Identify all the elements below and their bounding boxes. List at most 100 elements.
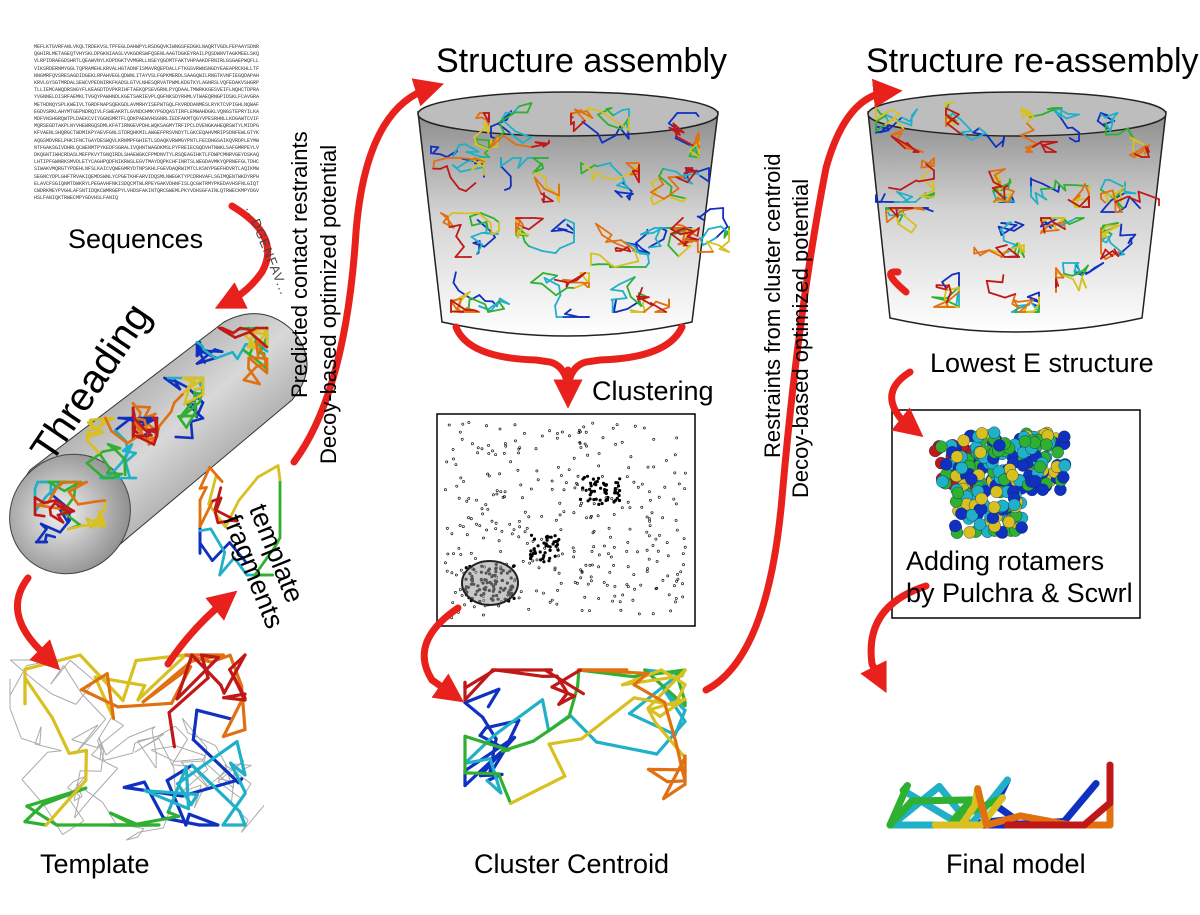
- atom-sphere: [988, 426, 1001, 439]
- cluster-point: [550, 479, 554, 483]
- cluster-point: [601, 436, 605, 440]
- cluster-point: [458, 430, 462, 434]
- cluster-point: [626, 541, 630, 544]
- atom-sphere: [1006, 469, 1019, 482]
- cluster-point: [550, 598, 554, 602]
- sequences-label: Sequences: [68, 224, 204, 254]
- decoy-structure: [885, 207, 934, 234]
- cluster-point: [661, 579, 665, 582]
- threading-cylinder: [9, 313, 308, 575]
- cluster-point: [517, 451, 520, 455]
- cluster-point: [548, 548, 552, 552]
- cluster-point: [459, 553, 463, 556]
- cluster-point: [639, 583, 643, 587]
- cluster-point: [683, 545, 687, 549]
- cluster-point: [555, 518, 558, 522]
- cluster-point: [652, 437, 656, 441]
- cluster-point: [650, 511, 654, 515]
- cluster-point: [497, 539, 501, 543]
- cluster-point: [553, 566, 557, 570]
- structure-assembly-title: Structure assembly: [436, 42, 727, 80]
- cluster-point: [512, 528, 516, 532]
- cluster-point: [597, 464, 601, 468]
- cluster-point: [476, 451, 480, 455]
- cluster-point: [548, 600, 552, 604]
- cluster-point: [465, 499, 469, 503]
- cluster-point: [486, 507, 490, 511]
- cluster-point: [683, 487, 687, 491]
- cluster-point: [582, 475, 587, 480]
- cluster-point: [453, 591, 457, 594]
- cluster-point: [648, 517, 651, 521]
- cluster-point: [542, 591, 545, 595]
- cluster-point: [527, 607, 531, 611]
- cluster-point: [587, 487, 592, 491]
- cluster-point: [590, 489, 594, 493]
- cluster-point: [627, 466, 631, 470]
- cluster-point: [681, 595, 685, 599]
- cluster-point: [675, 528, 679, 532]
- atom-sphere: [955, 461, 968, 475]
- cluster-point: [573, 486, 577, 490]
- cluster-point: [467, 421, 471, 424]
- cluster-point: [590, 579, 593, 583]
- cluster-point: [465, 533, 469, 537]
- cluster-point: [618, 477, 622, 481]
- cluster-point: [542, 560, 546, 564]
- cluster-point: [589, 516, 593, 520]
- cluster-point: [677, 482, 681, 486]
- cluster-point: [655, 560, 659, 563]
- cluster-point: [637, 612, 641, 616]
- cluster-point: [616, 484, 621, 488]
- cluster-point: [578, 440, 582, 444]
- cluster-point: [498, 427, 502, 431]
- cluster-point: [541, 556, 545, 561]
- decoy-structure: [570, 107, 630, 144]
- cluster-point: [612, 564, 616, 567]
- cluster-point: [581, 488, 584, 492]
- atom-sphere: [957, 434, 970, 447]
- clustering-label: Clustering: [592, 376, 714, 406]
- cluster-point: [454, 463, 458, 467]
- decoy-structure: [1055, 262, 1105, 293]
- fragment-trace: [198, 464, 282, 577]
- decoy-structure: [1030, 177, 1090, 208]
- final-model-ribbon: [886, 761, 1114, 829]
- cluster-point: [580, 609, 584, 612]
- cluster-point: [567, 468, 571, 472]
- cluster-point: [658, 534, 661, 537]
- cluster-point: [475, 498, 478, 502]
- cluster-point: [609, 555, 613, 559]
- cluster-point: [462, 480, 465, 483]
- cluster-point: [580, 501, 583, 505]
- cluster-point: [673, 471, 677, 475]
- cluster-point: [666, 574, 670, 578]
- cluster-point: [601, 474, 604, 478]
- cluster-point: [494, 527, 498, 531]
- cluster-point: [616, 481, 620, 485]
- atom-sphere: [993, 439, 1006, 452]
- cluster-point: [509, 460, 513, 464]
- arrow-rotamers-to-final: [860, 582, 930, 694]
- cluster-point: [584, 488, 588, 492]
- cluster-point: [532, 547, 536, 551]
- cluster-point: [556, 432, 559, 435]
- cluster-point: [485, 424, 488, 428]
- cluster-point: [535, 469, 539, 473]
- cluster-point: [559, 581, 563, 585]
- atom-sphere: [966, 509, 979, 522]
- cluster-point: [463, 603, 467, 607]
- cluster-point: [628, 527, 632, 531]
- atom-sphere: [1008, 498, 1021, 512]
- cluster-point: [480, 447, 484, 451]
- cluster-point: [450, 571, 454, 575]
- cluster-point: [542, 541, 546, 545]
- flow-arrows: [13, 78, 930, 703]
- cluster-point: [613, 594, 617, 598]
- cluster-point: [481, 512, 485, 516]
- cluster-point: [645, 570, 649, 573]
- decoy-structure: [580, 162, 640, 201]
- cluster-point: [523, 530, 527, 534]
- decoy-structure: [610, 276, 670, 313]
- cluster-point: [487, 452, 491, 455]
